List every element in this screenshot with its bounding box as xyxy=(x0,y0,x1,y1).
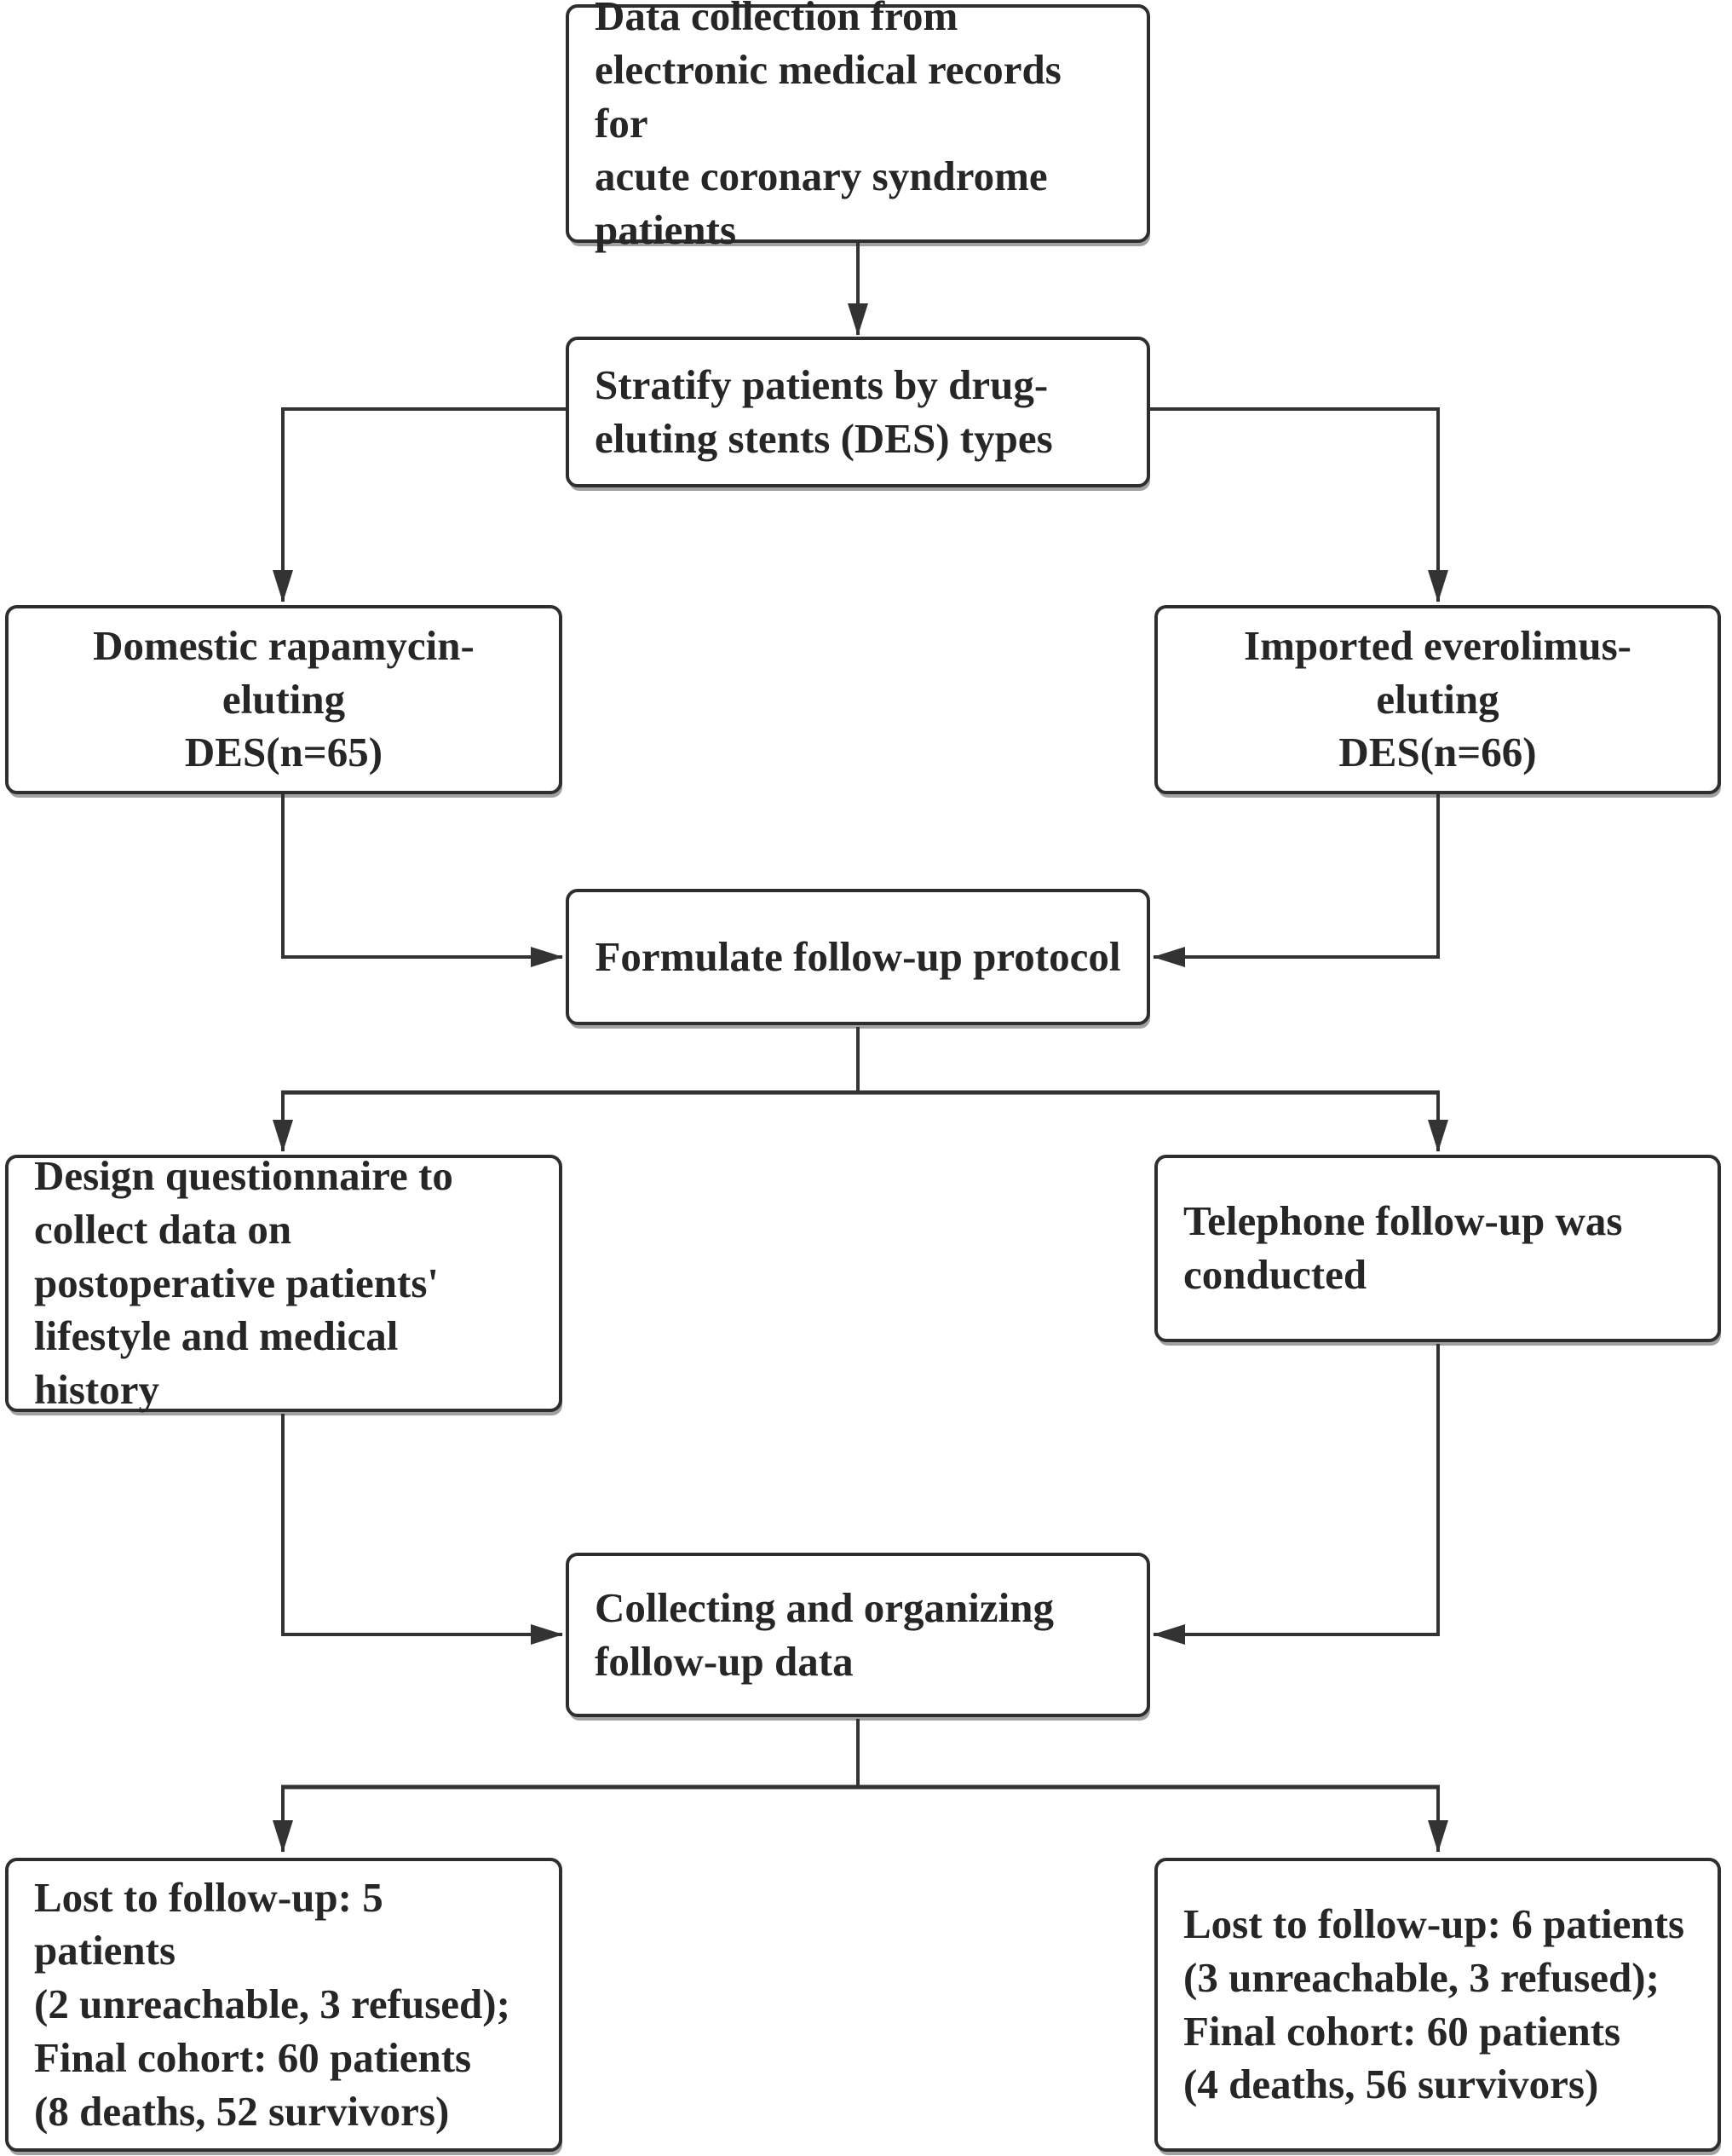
node-outcome-imported: Lost to follow-up: 6 patients (3 unreach… xyxy=(1154,1858,1721,2152)
node-stratify-label: Stratify patients by drug- eluting stent… xyxy=(595,360,1053,462)
connector-imported-formulate xyxy=(1153,794,1440,967)
node-stratify: Stratify patients by drug- eluting stent… xyxy=(566,337,1150,487)
node-domestic-des: Domestic rapamycin-eluting DES(n=65) xyxy=(5,605,562,794)
connector-design-collecting xyxy=(281,1414,563,1645)
connector-domestic-formulate xyxy=(281,794,563,967)
node-formulate-protocol-label: Formulate follow-up protocol xyxy=(595,932,1121,980)
node-domestic-des-label: Domestic rapamycin-eluting DES(n=65) xyxy=(93,621,475,776)
node-collecting-data-label: Collecting and organizing follow-up data xyxy=(595,1583,1055,1685)
node-imported-des: Imported everolimus-eluting DES(n=66) xyxy=(1154,605,1721,794)
node-design-questionnaire-label: Design questionnaire to collect data on … xyxy=(34,1152,453,1414)
node-outcome-domestic: Lost to follow-up: 5 patients (2 unreach… xyxy=(5,1858,562,2152)
node-data-collection-label: Data collection from electronic medical … xyxy=(595,0,1062,254)
node-formulate-protocol: Formulate follow-up protocol xyxy=(566,889,1150,1025)
connector-stratify-domestic xyxy=(273,407,566,602)
node-design-questionnaire: Design questionnaire to collect data on … xyxy=(5,1152,562,1413)
node-data-collection: Data collection from electronic medical … xyxy=(566,0,1150,253)
node-imported-des-label: Imported everolimus-eluting DES(n=66) xyxy=(1244,621,1631,776)
node-telephone-followup: Telephone follow-up was conducted xyxy=(1154,1155,1721,1342)
node-collecting-data: Collecting and organizing follow-up data xyxy=(566,1553,1150,1717)
connector-stratify-imported xyxy=(1150,407,1448,602)
node-outcome-imported-label: Lost to follow-up: 6 patients (3 unreach… xyxy=(1183,1900,1685,2108)
node-outcome-domestic-label: Lost to follow-up: 5 patients (2 unreach… xyxy=(34,1873,510,2135)
connector-telephone-collecting xyxy=(1153,1344,1440,1645)
node-telephone-followup-label: Telephone follow-up was conducted xyxy=(1183,1197,1623,1298)
